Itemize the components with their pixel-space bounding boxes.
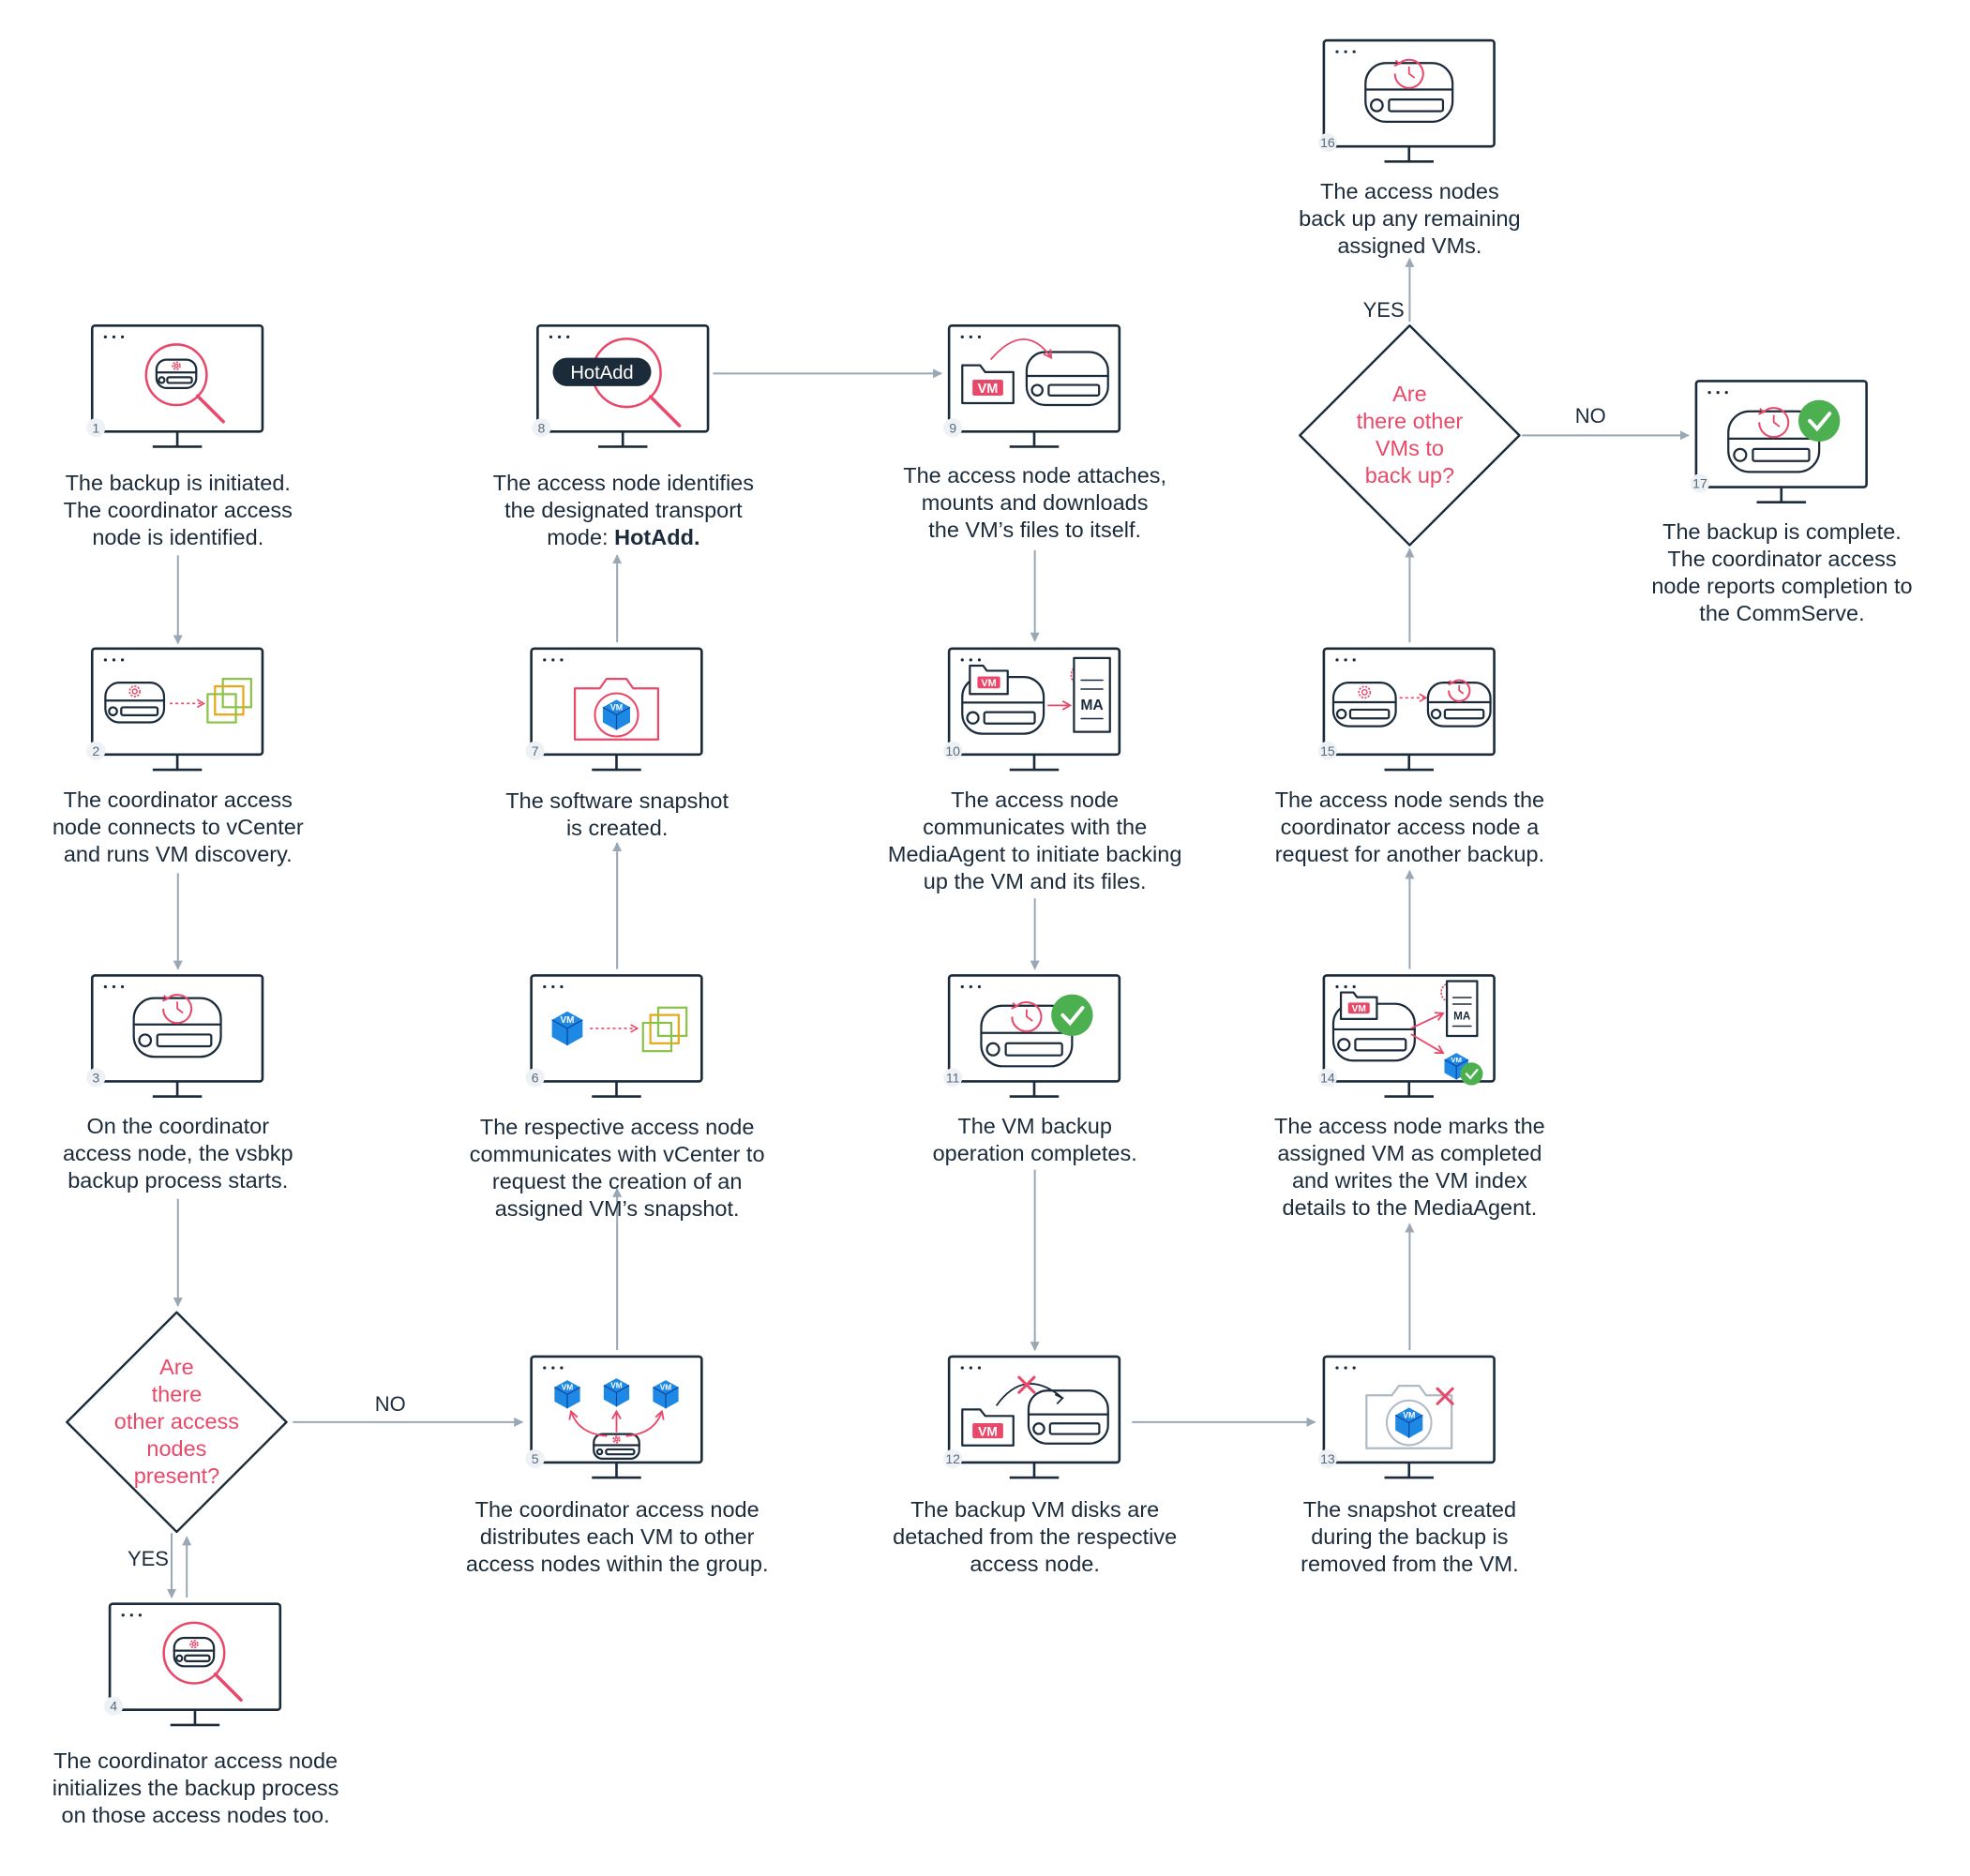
drive-request-icon xyxy=(1331,679,1492,728)
step-number: 13 xyxy=(1320,1451,1335,1466)
step-11-monitor: 11 xyxy=(943,974,1121,1098)
step-12-caption: The backup VM disks are detached from th… xyxy=(893,1497,1178,1577)
svg-text:VM: VM xyxy=(561,1015,575,1026)
search-drive-icon xyxy=(144,343,225,424)
step-3-caption: On the coordinator access node, the vsbk… xyxy=(62,1114,293,1193)
backup-drive-icon xyxy=(132,994,222,1058)
step-number: 14 xyxy=(1320,1070,1335,1085)
step-number: 15 xyxy=(1320,743,1335,758)
decision-1-question: Are there other access nodes present? xyxy=(113,1355,240,1489)
step-10-caption: The access node communicates with the Me… xyxy=(887,787,1182,893)
step-7-caption: The software snapshot is created. xyxy=(505,788,729,840)
edge-label-no: NO xyxy=(374,1391,406,1416)
step-17-monitor: 17 xyxy=(1690,380,1868,503)
edge-label-yes: YES xyxy=(127,1547,169,1571)
edge-label-yes: YES xyxy=(1362,297,1405,322)
camera-remove-icon: VM xyxy=(1365,1385,1454,1449)
step-number: 7 xyxy=(532,743,539,758)
step-2-caption: The coordinator access node connects to … xyxy=(52,787,304,866)
step-number: 16 xyxy=(1320,135,1335,150)
svg-text:VM: VM xyxy=(610,702,623,712)
step-5-monitor: 5 VM VM VM xyxy=(525,1355,703,1479)
step-15-caption: The access node sends the coordinator ac… xyxy=(1274,787,1545,866)
svg-text:VM: VM xyxy=(1352,1004,1366,1014)
step-9-monitor: 9 VM xyxy=(943,323,1121,448)
step-8-monitor: 8 HotAdd xyxy=(532,323,710,448)
step-5-caption: The coordinator access node distributes … xyxy=(465,1497,769,1577)
step-6-caption: The respective access node communicates … xyxy=(469,1115,765,1222)
decision-1-diamond xyxy=(66,1311,288,1534)
step-13-monitor: 13 VM xyxy=(1317,1355,1496,1479)
svg-text:VM: VM xyxy=(610,1380,623,1389)
decision-2-question: Are there other VMs to back up? xyxy=(1356,382,1464,488)
step-number: 8 xyxy=(537,420,545,435)
svg-text:HotAdd: HotAdd xyxy=(570,363,633,383)
step-number: 4 xyxy=(110,1699,117,1714)
step-3-monitor: 3 xyxy=(86,974,264,1098)
step-16-monitor: 16 xyxy=(1317,38,1496,163)
step-4-caption: The coordinator access node initializes … xyxy=(52,1748,339,1828)
step-2-monitor: 2 xyxy=(86,647,264,772)
decision-2-diamond xyxy=(1299,324,1521,547)
step-17-caption: The backup is complete. The coordinator … xyxy=(1651,519,1913,626)
svg-text:MA: MA xyxy=(1453,1010,1471,1022)
step-number: 12 xyxy=(945,1451,960,1466)
camera-vm-icon: VM xyxy=(573,678,660,741)
svg-text:MA: MA xyxy=(1080,698,1103,713)
folder-to-drive-icon: VM xyxy=(961,338,1109,407)
step-7-monitor: 7 VM xyxy=(525,647,703,772)
drive-complete-icon xyxy=(980,994,1093,1068)
step-1-caption: The backup is initiated. The coordinator… xyxy=(63,470,293,549)
drive-to-vcenter-icon xyxy=(104,678,252,724)
step-number: 11 xyxy=(946,1070,960,1085)
mark-vm-complete-icon: VM MA VM xyxy=(1331,980,1483,1086)
svg-text:VM: VM xyxy=(1451,1056,1462,1064)
step-15-monitor: 15 xyxy=(1317,647,1496,772)
svg-text:VM: VM xyxy=(978,1424,998,1438)
step-number: 9 xyxy=(949,420,956,435)
drive-complete-icon xyxy=(1727,399,1841,473)
step-12-monitor: 12 VM xyxy=(943,1355,1121,1479)
svg-text:VM: VM xyxy=(660,1382,672,1391)
step-11-caption: The VM backup operation completes. xyxy=(932,1114,1137,1166)
step-number: 2 xyxy=(92,743,99,758)
step-9-caption: The access node attaches, mounts and dow… xyxy=(903,462,1167,542)
svg-text:VM: VM xyxy=(562,1382,574,1391)
step-8-caption: The access node identifies the designate… xyxy=(492,470,754,549)
step-10-monitor: 10 VM MA xyxy=(943,647,1121,772)
backup-drive-icon xyxy=(1364,58,1454,123)
step-4-monitor: 4 xyxy=(104,1602,282,1727)
decision-nodes xyxy=(66,324,1521,1534)
search-drive-icon xyxy=(162,1621,243,1703)
step-number: 5 xyxy=(532,1451,539,1466)
step-number: 1 xyxy=(92,420,99,435)
drive-to-mediaagent-icon: VM MA xyxy=(961,656,1111,735)
step-number: 17 xyxy=(1692,476,1707,491)
svg-text:VM: VM xyxy=(1403,1410,1415,1419)
step-number: 6 xyxy=(532,1070,539,1085)
svg-text:VM: VM xyxy=(981,678,996,689)
detach-disks-icon: VM xyxy=(961,1375,1109,1447)
step-16-caption: The access nodes back up any remaining a… xyxy=(1299,178,1521,258)
hotadd-search-icon: HotAdd xyxy=(552,338,682,428)
vm-to-vcenter-icon: VM xyxy=(551,1006,688,1053)
connector-arrows xyxy=(167,257,1690,1598)
step-6-monitor: 6 VM xyxy=(525,974,703,1098)
distribute-vms-icon: VM VM VM xyxy=(554,1378,679,1461)
edge-label-no: NO xyxy=(1574,403,1606,428)
step-number: 10 xyxy=(945,743,960,758)
step-number: 3 xyxy=(92,1070,99,1085)
svg-text:VM: VM xyxy=(978,382,999,397)
step-13-caption: The snapshot created during the backup i… xyxy=(1301,1497,1519,1577)
step-1-monitor: 1 xyxy=(86,323,264,448)
step-14-monitor: 14 VM MA VM xyxy=(1317,974,1496,1098)
step-14-caption: The access node marks the assigned VM as… xyxy=(1274,1114,1545,1221)
